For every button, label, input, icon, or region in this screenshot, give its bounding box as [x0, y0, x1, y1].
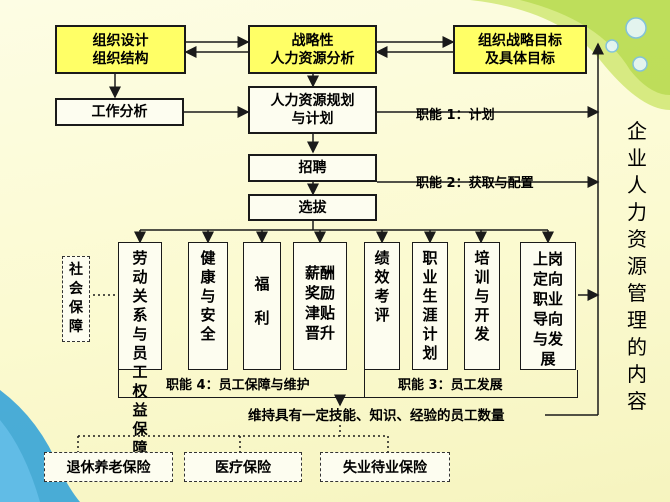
insurance-unemployment-label: 失业待业保险: [343, 460, 427, 476]
activity-training: 培训与开发: [464, 242, 500, 370]
insurance-medical: 医疗保险: [184, 452, 302, 482]
select-box: 选拔: [248, 194, 377, 221]
org-structure-label: 组织结构: [92, 50, 149, 67]
function3-label: 职能 3：员工发展: [398, 378, 503, 393]
activity-welfare-label: 福利: [254, 275, 270, 327]
activity-compensation: 薪酬奖励津贴晋升: [293, 242, 347, 370]
activity-performance: 绩效考评: [364, 242, 400, 370]
org-design-label: 组织设计: [92, 32, 149, 49]
activity-compensation-label: 薪酬奖励津贴晋升: [304, 264, 335, 342]
insurance-retirement-label: 退休养老保险: [66, 460, 151, 476]
recruit-label: 招聘: [298, 160, 327, 176]
recruit-box: 招聘: [248, 154, 377, 182]
org-design-box: 组织设计 组织结构: [55, 25, 186, 74]
activity-training-label: 培训与开发: [474, 249, 490, 343]
activity-labor-relations: 劳动关系与员工权益保障: [118, 242, 162, 457]
activity-health-safety-label: 健康与安全: [200, 249, 216, 343]
job-analysis-label: 工作分析: [91, 104, 148, 120]
planning-line2: 与计划: [291, 111, 334, 127]
activity-career-plan-label: 职业生涯计划: [422, 249, 438, 362]
goal-line2: 及具体目标: [485, 50, 555, 67]
activity-orientation-label: 上岗定向职业导向与发展: [532, 250, 563, 368]
social-security-label: 社会保障: [68, 262, 83, 335]
function4-label: 职能 4：员工保障与维护: [166, 378, 310, 393]
planning-box: 人力资源规划 与计划: [248, 86, 377, 134]
function1-label: 职能 1：计划: [416, 108, 495, 123]
function2-label: 职能 2：获取与配置: [416, 176, 534, 191]
insurance-retirement: 退休养老保险: [44, 452, 173, 482]
social-security-box: 社会保障: [62, 256, 90, 342]
activity-labor-relations-label: 劳动关系与员工权益保障: [132, 249, 148, 457]
goal-line1: 组织战略目标: [478, 32, 562, 49]
activity-orientation: 上岗定向职业导向与发展: [520, 242, 576, 370]
workforce-label: 维持具有一定技能、知识、经验的员工数量: [248, 408, 505, 424]
job-analysis-box: 工作分析: [55, 98, 184, 126]
activity-health-safety: 健康与安全: [188, 242, 228, 370]
org-goal-box: 组织战略目标 及具体目标: [453, 25, 587, 74]
activity-frame-divider: [364, 370, 365, 398]
activity-career-plan: 职业生涯计划: [412, 242, 448, 370]
strategy-analysis-box: 战略性 人力资源分析: [248, 25, 377, 74]
side-title: 企业人力资源管理的内容: [627, 119, 647, 413]
insurance-medical-label: 医疗保险: [215, 460, 271, 476]
insurance-unemployment: 失业待业保险: [320, 452, 450, 482]
strategy-line1: 战略性: [291, 32, 334, 49]
strategy-line2: 人力资源分析: [270, 50, 355, 67]
planning-line1: 人力资源规划: [270, 93, 355, 109]
activity-frame: [118, 370, 578, 398]
activity-performance-label: 绩效考评: [374, 249, 390, 324]
activity-welfare: 福利: [243, 242, 281, 370]
select-label: 选拔: [298, 199, 327, 216]
